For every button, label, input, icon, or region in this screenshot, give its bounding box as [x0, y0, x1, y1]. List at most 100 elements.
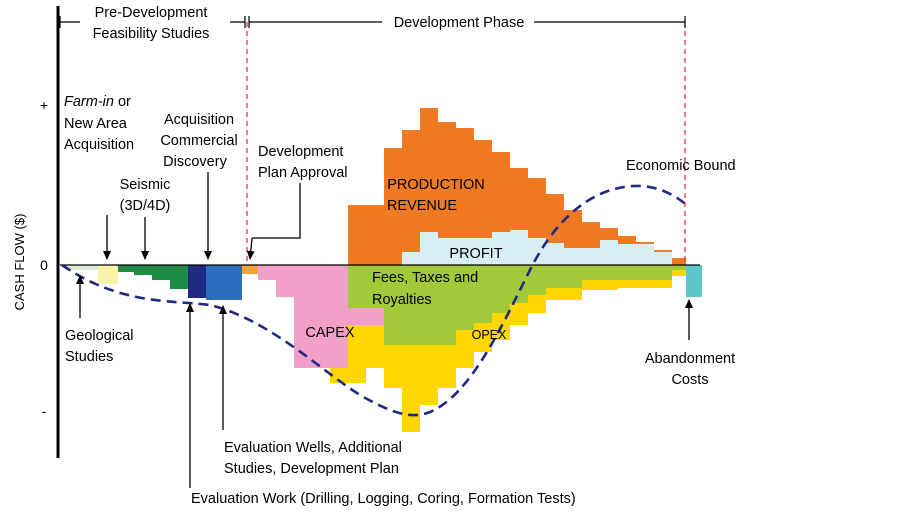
fees-bar — [654, 265, 672, 280]
profit-bar — [474, 238, 492, 265]
y-axis-minus: - — [42, 403, 47, 419]
profit-bar — [402, 252, 420, 265]
production-bar — [456, 128, 474, 265]
opex-bar — [672, 265, 686, 276]
evalwells-bar — [224, 265, 242, 300]
label-opex: OPEX — [472, 328, 507, 342]
profit-bar — [564, 248, 582, 265]
phase-label-pre-line2: Feasibility Studies — [93, 26, 210, 42]
label-acquisition-line3: Discovery — [163, 154, 227, 170]
label-evaluation-work: Evaluation Work (Drilling, Logging, Cori… — [191, 491, 576, 507]
y-axis-plus: + — [40, 97, 48, 113]
profit-bar — [582, 248, 600, 265]
fees-bar — [402, 265, 420, 345]
label-devplan-line2: Plan Approval — [258, 165, 347, 181]
profit-bar — [654, 252, 672, 265]
bracket-label-mask — [382, 12, 534, 32]
profit-bar — [420, 232, 438, 265]
fees-bar — [420, 265, 438, 345]
profit-bar — [546, 243, 564, 265]
fees-bar — [456, 265, 474, 330]
production-bar — [672, 258, 686, 265]
profit-bar — [636, 244, 654, 265]
evalwells-bar — [206, 265, 224, 300]
label-fees-line2: Royalties — [372, 292, 432, 308]
devplan-bar — [242, 265, 258, 274]
fees-bar — [438, 265, 456, 345]
y-axis-label: CASH FLOW ($) — [12, 214, 27, 311]
label-evaluation-wells-line2: Studies, Development Plan — [224, 461, 399, 477]
fees-bar — [636, 265, 654, 280]
label-farmin-line2: New Area — [64, 116, 128, 132]
fees-bar — [474, 265, 492, 323]
profit-bar — [510, 230, 528, 265]
devplan-leader — [252, 183, 301, 239]
fees-bar — [600, 265, 618, 280]
seismic-bar — [152, 265, 170, 280]
label-farmin-line3: Acquisition — [64, 137, 134, 153]
devplan-arrow — [246, 237, 255, 260]
production-bar — [348, 205, 366, 265]
fees-bar — [582, 265, 600, 280]
seismic-bar — [118, 265, 134, 272]
profit-bar — [456, 238, 474, 265]
label-profit: PROFIT — [449, 246, 502, 262]
seismic-bar — [134, 265, 152, 275]
profit-bar — [438, 238, 456, 265]
fees-bar — [528, 265, 546, 295]
profit-bar — [600, 240, 618, 265]
production-bar — [438, 122, 456, 265]
phase-label-pre: Pre-Development — [95, 5, 208, 21]
label-abandonment: Abandonment — [645, 351, 735, 367]
economic-bound-curve — [61, 184, 688, 417]
farmin-bar — [98, 265, 118, 284]
label-acquisition: Acquisition — [164, 112, 234, 128]
label-fees: Fees, Taxes and — [372, 270, 478, 286]
fees-bar — [546, 265, 564, 288]
profit-bar — [492, 232, 510, 265]
label-capex: CAPEX — [305, 325, 354, 341]
production-bar — [402, 130, 420, 265]
bracket-label-mask — [80, 12, 230, 32]
label-economic-bound: Economic Bound — [626, 158, 736, 174]
capex-bar — [330, 265, 348, 368]
abandonment-bar — [686, 265, 702, 297]
production-bar — [420, 108, 438, 265]
profit-bar — [528, 238, 546, 265]
fees-bar — [384, 265, 402, 345]
cash-flow-bars — [62, 108, 702, 432]
label-production: PRODUCTION — [387, 177, 484, 193]
evalwork-bar — [188, 265, 206, 298]
fees-bar — [564, 265, 582, 288]
fees-bar — [348, 265, 366, 308]
label-farmin: Farm-in or — [64, 94, 131, 110]
production-bar — [366, 205, 384, 265]
production-bar — [474, 140, 492, 265]
label-evaluation-wells: Evaluation Wells, Additional — [224, 440, 402, 456]
label-geological: Geological — [65, 328, 134, 344]
fees-bar — [366, 265, 384, 308]
geology-bar — [70, 265, 98, 270]
fees-bar — [492, 265, 510, 313]
capex-bar — [276, 265, 294, 297]
capex-bar — [258, 265, 276, 280]
capex-bar — [312, 265, 330, 368]
label-devplan: Development — [258, 144, 343, 160]
seismic-bar — [170, 265, 188, 289]
phase-label-development: Development Phase — [394, 15, 525, 31]
label-seismic: Seismic — [120, 177, 171, 193]
label-geological-line2: Studies — [65, 349, 113, 365]
profit-bar — [618, 244, 636, 265]
label-acquisition-line2: Commercial — [160, 133, 237, 149]
fees-bar — [672, 265, 686, 270]
label-seismic-line2: (3D/4D) — [120, 198, 171, 214]
y-axis-zero: 0 — [40, 257, 48, 273]
fees-bar — [618, 265, 636, 280]
production-bar — [384, 148, 402, 265]
fees-bar — [510, 265, 528, 303]
label-production-line2: REVENUE — [387, 198, 457, 214]
capex-bar — [294, 265, 312, 368]
label-abandonment-line2: Costs — [671, 372, 708, 388]
